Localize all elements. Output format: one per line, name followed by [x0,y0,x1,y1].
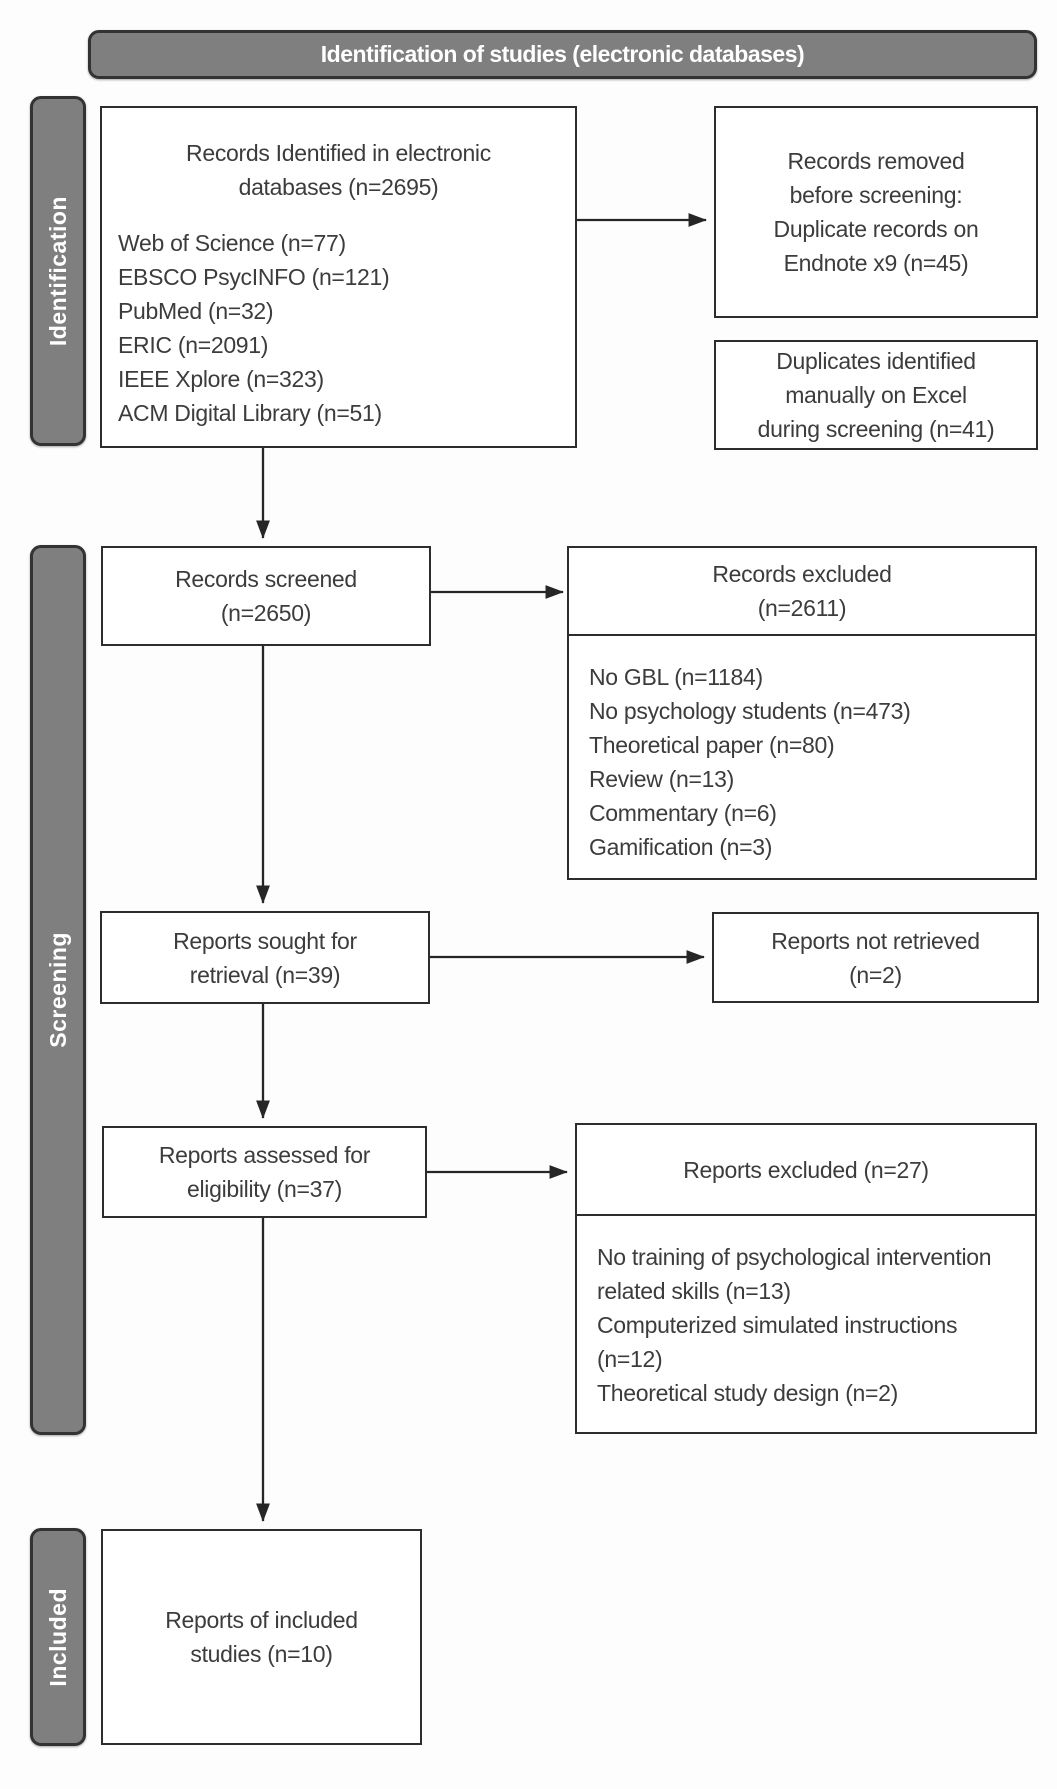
duplicates-manual-box: Duplicates identified manually on Excel … [714,340,1038,450]
stage-label-included: Included [44,1587,71,1687]
list-item: PubMed (n=32) [118,298,274,324]
list-item: IEEE Xplore (n=323) [118,366,324,392]
header-title: Identification of studies (electronic da… [320,41,805,67]
list-item: Computerized simulated instructions (n=1… [597,1312,958,1372]
list-item: Web of Science (n=77) [118,230,346,256]
records-screened-text: Records screened (n=2650) [175,566,357,626]
records-excluded-title: Records excluded (n=2611) [569,548,1035,636]
stage-label-identification: Identification [44,195,71,347]
list-item: No psychology students (n=473) [589,698,911,724]
header-bar: Identification of studies (electronic da… [88,30,1037,79]
records-removed-box: Records removed before screening: Duplic… [714,106,1038,318]
list-item: Review (n=13) [589,766,735,792]
reports-excluded-list: No training of psychological interventio… [577,1216,1035,1410]
records-screened-box: Records screened (n=2650) [101,546,431,646]
reports-sought-text: Reports sought for retrieval (n=39) [173,927,357,988]
list-item: No GBL (n=1184) [589,664,763,690]
list-item: ERIC (n=2091) [118,332,269,358]
records-excluded-list: No GBL (n=1184) No psychology students (n… [569,636,1035,864]
records-identified-list: Web of Science (n=77) EBSCO PsycINFO (n=1… [102,204,575,430]
list-item: EBSCO PsycINFO (n=121) [118,264,390,290]
reports-not-retrieved-box: Reports not retrieved (n=2) [712,912,1039,1003]
reports-assessed-text: Reports assessed for eligibility (n=37) [158,1142,371,1202]
stage-bar-included: Included [30,1528,86,1746]
reports-excluded-title: Reports excluded (n=27) [577,1125,1035,1216]
stage-bar-screening: Screening [30,545,86,1435]
list-item: Gamification (n=3) [589,834,773,860]
reports-sought-box: Reports sought for retrieval (n=39) [100,911,430,1004]
duplicates-manual-text: Duplicates identified manually on Excel … [757,348,995,442]
reports-assessed-box: Reports assessed for eligibility (n=37) [102,1126,427,1218]
reports-excluded-box: Reports excluded (n=27) No training of p… [575,1123,1037,1434]
list-item: Commentary (n=6) [589,800,777,826]
stage-bar-identification: Identification [30,96,86,446]
list-item: Theoretical paper (n=80) [589,732,835,758]
list-item: Theoretical study design (n=2) [597,1380,899,1406]
list-item: ACM Digital Library (n=51) [118,400,382,426]
reports-included-text: Reports of included studies (n=10) [165,1607,358,1667]
records-identified-title: Records Identified in electronic databas… [186,140,491,200]
records-excluded-box: Records excluded (n=2611) No GBL (n=1184… [567,546,1037,880]
records-identified-box: Records Identified in electronic databas… [100,106,577,448]
stage-label-screening: Screening [44,932,71,1048]
reports-included-box: Reports of included studies (n=10) [101,1529,422,1745]
reports-not-retrieved-text: Reports not retrieved (n=2) [771,927,980,988]
list-item: No training of psychological interventio… [597,1244,992,1304]
records-removed-text: Records removed before screening: Duplic… [773,148,979,276]
